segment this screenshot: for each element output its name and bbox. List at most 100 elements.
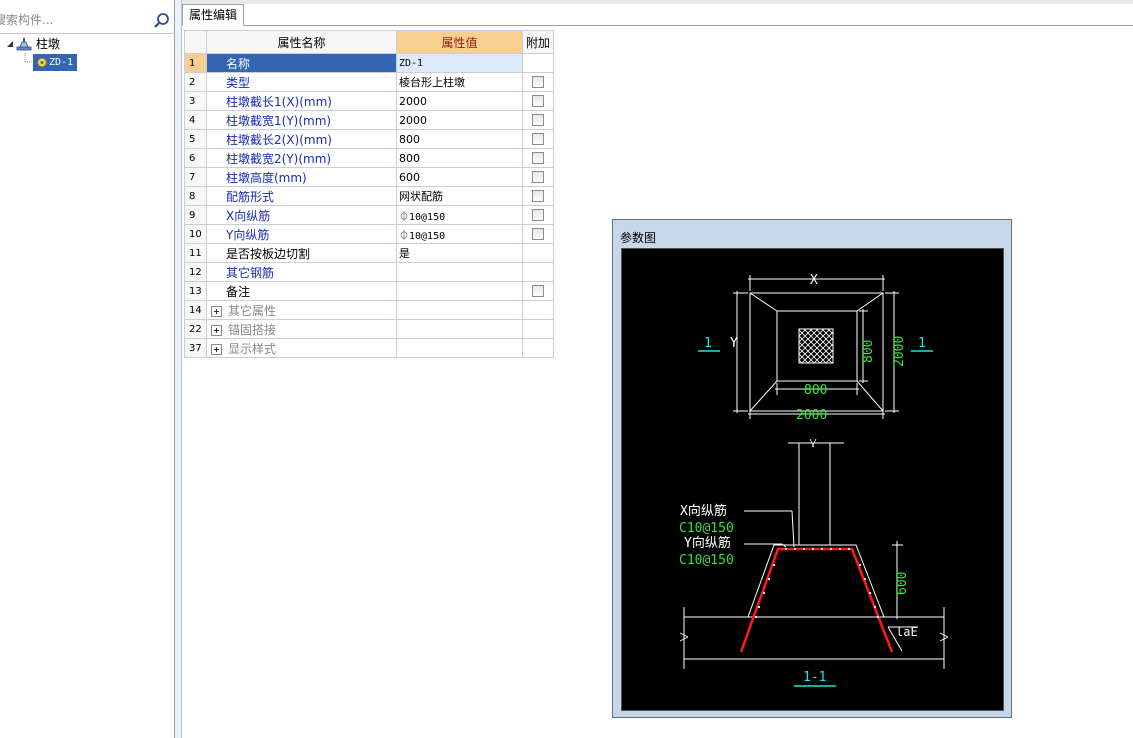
plan-outer-width: 2000 [796,408,827,423]
property-value[interactable]: ZD-1 [396,53,523,73]
property-value[interactable] [396,300,523,320]
property-group-label: 显示样式 [228,341,277,356]
property-name[interactable]: Y向纵筋 [206,224,397,244]
plan-x-label: X [810,273,818,288]
search-icon[interactable] [152,11,172,31]
header-property-value: 属性值 [396,30,523,54]
rebar-lines [739,547,894,653]
section-marks: 1 1 [698,336,933,352]
property-name[interactable]: 其它钢筋 [206,262,397,282]
property-name[interactable]: 柱墩截长2(X)(mm) [206,129,397,149]
extra-checkbox[interactable] [532,171,544,183]
search-box [0,8,175,34]
property-value[interactable]: 棱台形上柱墩 [396,72,523,92]
tree-item-zd-1[interactable]: ZD-1 [22,53,78,71]
header-property-name: 属性名称 [206,30,397,54]
row-number: 7 [184,167,207,187]
property-value[interactable]: 600 [396,167,523,187]
expand-plus-icon[interactable] [211,305,222,317]
row-number: 10 [184,224,207,244]
property-group[interactable]: 锚固搭接 [206,319,397,339]
property-value[interactable]: ⏀10@150 [396,205,523,225]
row-number: 9 [184,205,207,225]
extra-checkbox[interactable] [532,114,544,126]
extra-cell [522,129,554,149]
tree-root-label: 柱墩 [35,37,60,51]
property-value[interactable]: 800 [396,129,523,149]
panel-splitter[interactable] [175,0,182,738]
property-value[interactable]: 2000 [396,110,523,130]
tree-child-selected[interactable]: ZD-1 [33,54,78,71]
extra-cell [522,262,554,282]
property-value[interactable]: 2000 [396,91,523,111]
property-value[interactable] [396,338,523,358]
property-name[interactable]: 备注 [206,281,397,301]
property-name[interactable]: 类型 [206,72,397,92]
plan-inner-height: 800 [861,340,876,363]
property-name[interactable]: 柱墩截宽2(Y)(mm) [206,148,397,168]
extra-checkbox[interactable] [532,76,544,88]
extra-cell [522,53,554,73]
extra-checkbox[interactable] [532,133,544,145]
extra-checkbox[interactable] [532,228,544,240]
property-name[interactable]: 柱墩截宽1(Y)(mm) [206,110,397,130]
property-group-label: 锚固搭接 [228,322,277,337]
property-name[interactable]: 配筋形式 [206,186,397,206]
property-group-label: 其它属性 [228,303,277,318]
property-group[interactable]: 其它属性 [206,300,397,320]
row-number: 1 [184,53,207,73]
section-mark-left: 1 [704,336,712,351]
property-value[interactable] [396,262,523,282]
extra-checkbox[interactable] [532,285,544,297]
expand-plus-icon[interactable] [211,343,222,355]
property-value[interactable]: 是 [396,243,523,263]
section-mark-right: 1 [918,336,926,351]
tree-connector [24,53,33,63]
property-name[interactable]: 名称 [206,53,397,73]
property-value[interactable] [396,281,523,301]
property-name[interactable]: 是否按板边切割 [206,243,397,263]
property-value[interactable]: 网状配筋 [396,186,523,206]
expand-plus-icon[interactable] [211,324,222,336]
tab-property-edit[interactable]: 属性编辑 [182,4,245,26]
property-name[interactable]: 柱墩高度(mm) [206,167,397,187]
y-rebar-label: Y向纵筋 [684,535,731,551]
property-value[interactable]: 800 [396,148,523,168]
extra-cell [522,91,554,111]
diagram-canvas: X Y 800 2000 800 2000 1 1 [621,248,1004,711]
tree-item-zhudun[interactable]: 柱墩 [4,36,60,53]
section-title: 1-1 [803,670,826,685]
property-value[interactable] [396,319,523,339]
property-value[interactable]: ⏀10@150 [396,224,523,244]
collapse-arrow-icon[interactable] [4,36,34,53]
extra-cell [522,110,554,130]
property-name[interactable]: 柱墩截长1(X)(mm) [206,91,397,111]
extra-checkbox[interactable] [532,95,544,107]
x-rebar-value: C10@150 [679,521,734,536]
property-name[interactable]: X向纵筋 [206,205,397,225]
search-input[interactable] [0,8,148,32]
extra-checkbox[interactable] [532,209,544,221]
row-number: 8 [184,186,207,206]
extra-cell [522,186,554,206]
extra-checkbox[interactable] [532,190,544,202]
extra-checkbox[interactable] [532,152,544,164]
plan-y-label: Y [730,336,738,351]
property-group[interactable]: 显示样式 [206,338,397,358]
